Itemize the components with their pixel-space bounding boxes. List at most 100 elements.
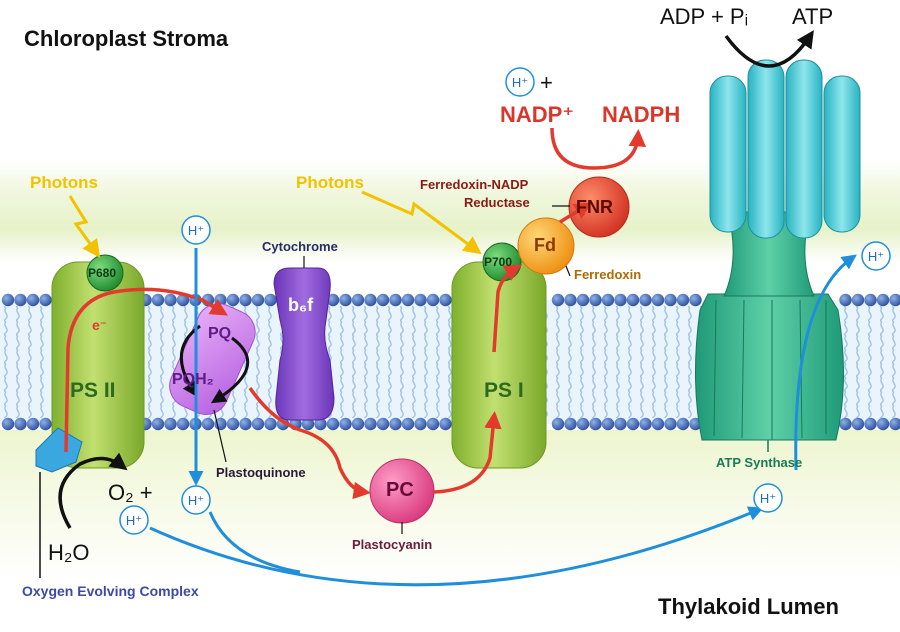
lipid-head — [414, 293, 427, 307]
lipid-head — [601, 293, 615, 307]
lipid-head — [414, 417, 427, 431]
lipid-head — [551, 293, 565, 307]
pq-label: PQ — [208, 325, 232, 342]
nadph-label: NADPH — [602, 102, 681, 127]
lipid-head — [664, 417, 677, 431]
lipid-head — [889, 417, 900, 431]
electron-path-ps1-fd — [492, 264, 523, 353]
lipid-head — [339, 417, 352, 431]
lipid-head — [364, 417, 377, 431]
lipid-head — [839, 417, 852, 431]
lipid-head — [1, 293, 15, 307]
lipid-head — [364, 293, 377, 307]
lipid-head — [176, 293, 190, 307]
proton-marker: H⁺ — [119, 505, 149, 535]
proton-path-lumen-curve — [208, 511, 301, 574]
lipid-head — [26, 293, 40, 307]
lipid-head — [339, 293, 352, 307]
lipid-head — [426, 417, 440, 431]
svg-text:H⁺: H⁺ — [126, 513, 142, 528]
lipid-head — [239, 417, 252, 431]
photons-label-2: Photons — [296, 173, 364, 192]
lipid-head — [26, 417, 40, 431]
lipid-head — [651, 293, 665, 307]
electron-path-ps2-pq — [64, 287, 229, 453]
atp-synthesis-arrow — [724, 30, 814, 68]
lipid-head — [1, 417, 15, 431]
b6f-label: b₆f — [288, 295, 314, 315]
nadp-label: NADP⁺ — [500, 102, 574, 127]
proton-path-lumen-to-synthase — [149, 506, 764, 587]
pq-cycle-arrow-left — [180, 324, 201, 397]
water-splitting-arrow — [58, 452, 128, 529]
lipid-head — [326, 417, 340, 431]
pc-label: PC — [386, 479, 414, 501]
photons-label-1: Photons — [30, 173, 98, 192]
lipid-head — [864, 293, 877, 307]
atp-synthase-label: ATP Synthase — [716, 455, 803, 470]
proton-marker: H⁺ — [181, 215, 211, 245]
lipid-head — [201, 417, 215, 431]
oec-label: Oxygen Evolving Complex — [22, 583, 199, 599]
lipid-head — [401, 293, 415, 307]
cytochrome-b6f-complex — [273, 267, 335, 421]
cytochrome-label: Cytochrome — [262, 239, 338, 254]
lipid-head — [839, 293, 852, 307]
lipid-head — [601, 417, 615, 431]
lipid-head — [614, 417, 627, 431]
lipid-head — [551, 417, 565, 431]
pq-cycle-arrow-right — [210, 336, 250, 404]
lipid-head — [564, 417, 577, 431]
lipid-head — [576, 417, 590, 431]
ps1-label: PS I — [484, 379, 524, 402]
lipid-head — [614, 293, 627, 307]
ferredoxin-label: Ferredoxin — [574, 267, 642, 282]
proton-path-through-synthase — [794, 254, 857, 471]
nadp-plus-sign: + — [540, 70, 553, 95]
lipid-head — [264, 293, 277, 307]
lipid-head — [226, 293, 240, 307]
lipid-head — [851, 417, 865, 431]
lipid-head — [389, 293, 402, 307]
h2o-label: H₂O — [48, 540, 90, 565]
svg-text:H⁺: H⁺ — [188, 223, 204, 238]
lipid-head — [889, 293, 900, 307]
lipid-head — [226, 417, 240, 431]
lipid-head — [164, 293, 177, 307]
lipid-head — [439, 293, 452, 307]
proton-marker: H⁺ — [753, 483, 783, 513]
electron-path-fd-fnr — [559, 202, 592, 224]
proton-marker: H⁺ — [181, 485, 211, 515]
fnr-name-line-2: Reductase — [464, 195, 530, 210]
lipid-head — [39, 293, 52, 307]
svg-text:H⁺: H⁺ — [760, 491, 776, 506]
lipid-head — [564, 293, 577, 307]
fnr-label: FNR — [576, 197, 613, 217]
lipid-head — [676, 417, 690, 431]
lipid-head — [376, 293, 390, 307]
ferredoxin-carrier — [517, 217, 575, 275]
lipid-head — [264, 417, 277, 431]
fd-label: Fd — [534, 235, 556, 255]
p700-label: P700 — [484, 255, 513, 269]
svg-text:H⁺: H⁺ — [512, 75, 528, 90]
nadp-reduction-arrow — [550, 127, 647, 170]
o2-label: O₂ + — [108, 480, 153, 505]
lipid-head — [439, 417, 452, 431]
stroma-label: Chloroplast Stroma — [24, 26, 229, 51]
adp-pi-label: ADP + Pᵢ — [660, 4, 749, 29]
lipid-head — [676, 293, 690, 307]
lipid-head — [626, 293, 640, 307]
lipid-head — [14, 417, 27, 431]
lipid-head — [351, 293, 365, 307]
electron-path-pqh2-pc — [248, 387, 371, 500]
oec-shape — [35, 427, 83, 473]
proton-marker: H⁺ — [505, 67, 535, 97]
lipid-head — [389, 417, 402, 431]
lipid-head — [876, 417, 890, 431]
atp-label: ATP — [792, 4, 834, 29]
lipid-head — [851, 293, 865, 307]
photon-bolt-2 — [361, 190, 482, 255]
